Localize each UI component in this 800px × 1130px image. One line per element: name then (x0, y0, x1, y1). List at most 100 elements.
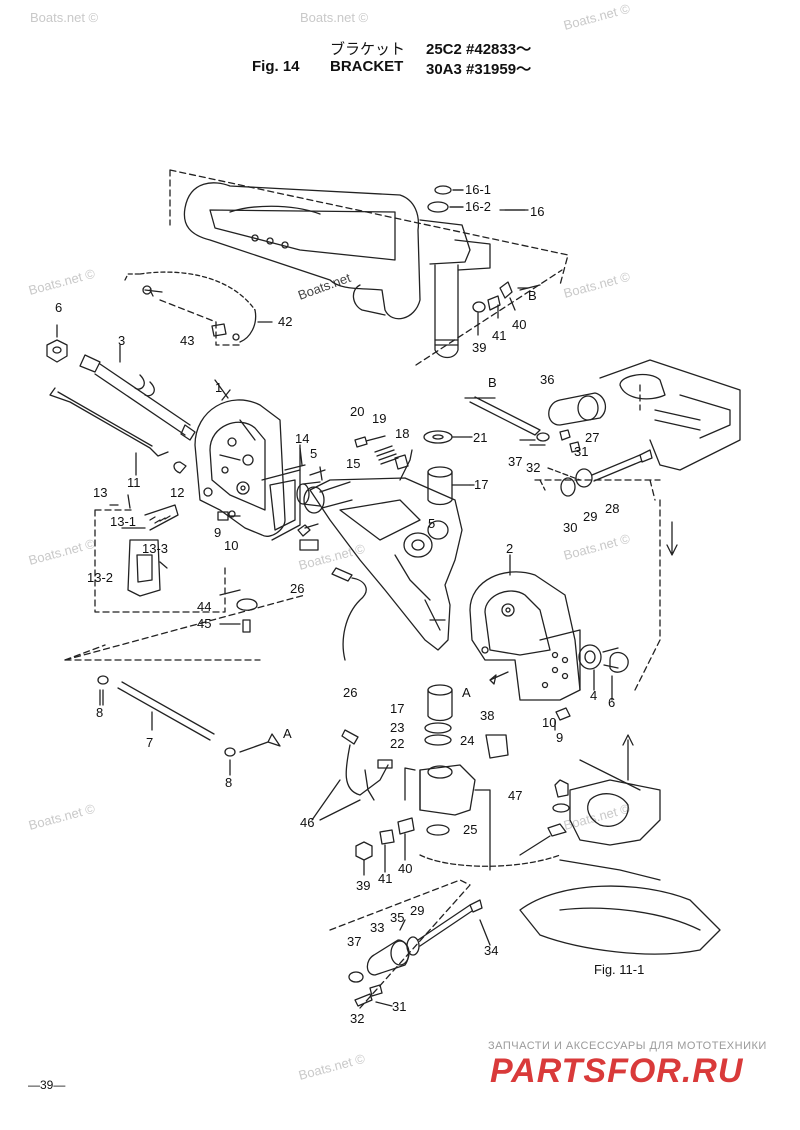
part-label: 22 (390, 736, 404, 751)
part-label: 8 (96, 705, 103, 720)
lower-fasteners (355, 817, 415, 876)
watermark: Boats.net © (562, 269, 632, 301)
part-label: 38 (480, 708, 494, 723)
part-label: 10 (542, 715, 556, 730)
title-english: BRACKET (330, 58, 404, 75)
part-label: 4 (590, 688, 597, 703)
part-label: 10 (224, 538, 238, 553)
part-label: 41 (492, 328, 506, 343)
callout-leaders (99, 189, 529, 706)
tilt-lock-lower (419, 779, 570, 867)
part-label: 16-2 (465, 199, 491, 214)
tilt-tube (46, 324, 196, 441)
part-label: 47 (508, 788, 522, 803)
watermark: Boats.net © (27, 801, 97, 833)
title-japanese: ブラケット (330, 41, 406, 58)
part-label: 31 (574, 444, 588, 459)
part-label: 29 (410, 903, 424, 918)
part-label: 32 (526, 460, 540, 475)
watermark: Boats.net © (300, 10, 369, 25)
part-label: 6 (608, 695, 615, 710)
part-label: 36 (540, 372, 554, 387)
trim-tab-parts-lower (329, 879, 491, 1009)
part-label: 14 (295, 431, 309, 446)
part-label: 28 (605, 501, 619, 516)
watermarks: Boats.net © Boats.net © Boats.net © Boat… (27, 1, 632, 1083)
stern-bracket-left (173, 379, 301, 541)
part-label: 40 (512, 317, 526, 332)
watermark: Boats.net © (562, 531, 632, 563)
part-label: 44 (197, 599, 211, 614)
part-label: 30 (563, 520, 577, 535)
part-label: 42 (278, 314, 292, 329)
part-label: 39 (472, 340, 486, 355)
part-label: 19 (372, 411, 386, 426)
part-label: 18 (395, 426, 409, 441)
anode-group (219, 589, 258, 633)
part-label: 34 (484, 943, 498, 958)
part-label: 20 (350, 404, 364, 419)
watermark: Boats.net © (27, 266, 97, 298)
part-label: B (528, 288, 537, 303)
part-label: A (462, 685, 471, 700)
part-label: B (488, 375, 497, 390)
part-label: 23 (390, 720, 404, 735)
trim-sensor-parts (354, 435, 409, 470)
bracket-bolt-left (217, 510, 241, 521)
part-label: 40 (398, 861, 412, 876)
part-label: 21 (473, 430, 487, 445)
trim-sender-upper (299, 539, 367, 661)
part-label: 9 (214, 525, 221, 540)
swivel-bracket-center (284, 449, 463, 651)
part-label: 35 (390, 910, 404, 925)
gear-case-upper-right (599, 359, 741, 471)
part-label: 15 (346, 456, 360, 471)
part-label: 25 (463, 822, 477, 837)
part-label: 2 (506, 541, 513, 556)
tilt-rod (49, 387, 169, 476)
part-label: 32 (350, 1011, 364, 1026)
part-label: 17 (474, 477, 488, 492)
part-label: 41 (378, 871, 392, 886)
trim-tab-parts-upper (464, 392, 607, 453)
part-label: 17 (390, 701, 404, 716)
part-label: 29 (583, 509, 597, 524)
brand-logo: PARTSFOR.RU (490, 1052, 744, 1090)
part-label: 16-1 (465, 182, 491, 197)
part-label: 12 (170, 485, 184, 500)
upper-fasteners (472, 281, 541, 336)
part-label: 45 (197, 616, 211, 631)
part-label: 9 (556, 730, 563, 745)
watermark: Boats.net © (30, 10, 99, 25)
part-label: 8 (225, 775, 232, 790)
part-label: 13-3 (142, 541, 168, 556)
part-label: A (283, 726, 292, 741)
part-label: 16 (530, 204, 544, 219)
lower-mount-group (404, 684, 509, 871)
model-range-2: 30A3 #31959～ (426, 61, 532, 78)
bracket-bolt-right (554, 707, 571, 731)
part-label: 5 (310, 446, 317, 461)
watermark: Boats.net © (562, 1, 632, 33)
shop-tagline: ЗАПЧАСТИ И АКСЕССУАРЫ ДЛЯ МОТОТЕХНИКИ (488, 1040, 767, 1052)
model-range-1: 25C2 #42833～ (426, 41, 532, 58)
gear-case-lower-right (519, 759, 721, 955)
page-number: —39— (28, 1078, 66, 1092)
part-label: 11 (127, 475, 141, 490)
part-label: 43 (180, 333, 194, 348)
part-label: 13-2 (87, 570, 113, 585)
trim-tab-bolt-upper (539, 449, 653, 497)
part-label: 13-1 (110, 514, 136, 529)
part-label: 6 (55, 300, 62, 315)
watermark: Boats.net © (27, 536, 97, 568)
figure-reference: Fig. 11-1 (594, 962, 644, 977)
bushing-upper (423, 430, 471, 506)
figure-number: Fig. 14 (252, 58, 300, 75)
part-label: 5 (428, 516, 435, 531)
part-label: 26 (343, 685, 357, 700)
swivel-bracket-assembly (169, 169, 569, 366)
part-label: 37 (508, 454, 522, 469)
watermark: Boats.net © (562, 801, 632, 833)
flange-bushing (296, 481, 321, 507)
